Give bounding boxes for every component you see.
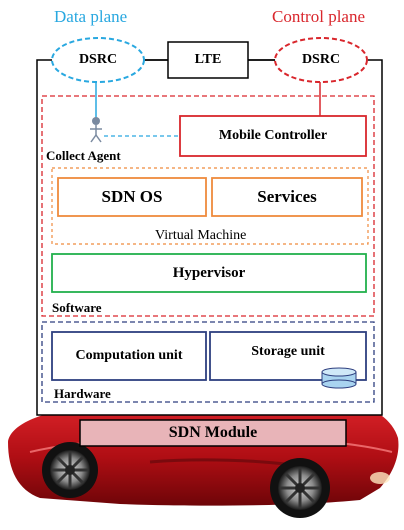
services-label: Services bbox=[257, 187, 317, 206]
control-plane-label: Control plane bbox=[272, 7, 366, 26]
sdn-module-box bbox=[79, 419, 347, 447]
software-label: Software bbox=[52, 300, 102, 315]
computation-unit-box bbox=[51, 331, 207, 381]
sdn-module-label: SDN Module bbox=[168, 424, 258, 441]
dsrc-right-oval bbox=[274, 37, 368, 83]
storage-unit-box bbox=[209, 331, 367, 381]
lte-label: LTE bbox=[194, 52, 222, 67]
hardware-frame bbox=[41, 321, 375, 403]
rear-wheel bbox=[42, 442, 98, 498]
virtual-machine-frame bbox=[51, 167, 369, 245]
services-box bbox=[211, 177, 363, 217]
dsrc-left-label: DSRC bbox=[78, 52, 118, 67]
database-icon bbox=[321, 367, 357, 389]
collect-agent-icon bbox=[90, 117, 102, 143]
hardware-label: Hardware bbox=[54, 386, 111, 401]
dsrc-right-label: DSRC bbox=[301, 52, 341, 67]
hypervisor-label: Hypervisor bbox=[172, 264, 246, 281]
hypervisor-box bbox=[51, 253, 367, 293]
virtual-machine-label: Virtual Machine bbox=[155, 228, 247, 243]
collect-agent-label: Collect Agent bbox=[46, 148, 121, 163]
data-plane-label: Data plane bbox=[54, 7, 128, 26]
sdn-os-box bbox=[57, 177, 207, 217]
dsrc-left-oval bbox=[51, 37, 145, 83]
sdn-os-label: SDN OS bbox=[101, 187, 163, 206]
software-frame bbox=[41, 95, 375, 317]
front-wheel bbox=[270, 458, 330, 518]
car-headlight bbox=[370, 472, 390, 484]
storage-unit-label: Storage unit bbox=[251, 344, 325, 359]
lte-box bbox=[167, 41, 249, 79]
mobile-controller-box bbox=[179, 115, 367, 157]
mobile-controller-label: Mobile Controller bbox=[218, 128, 328, 143]
computation-unit-label: Computation unit bbox=[75, 348, 183, 363]
